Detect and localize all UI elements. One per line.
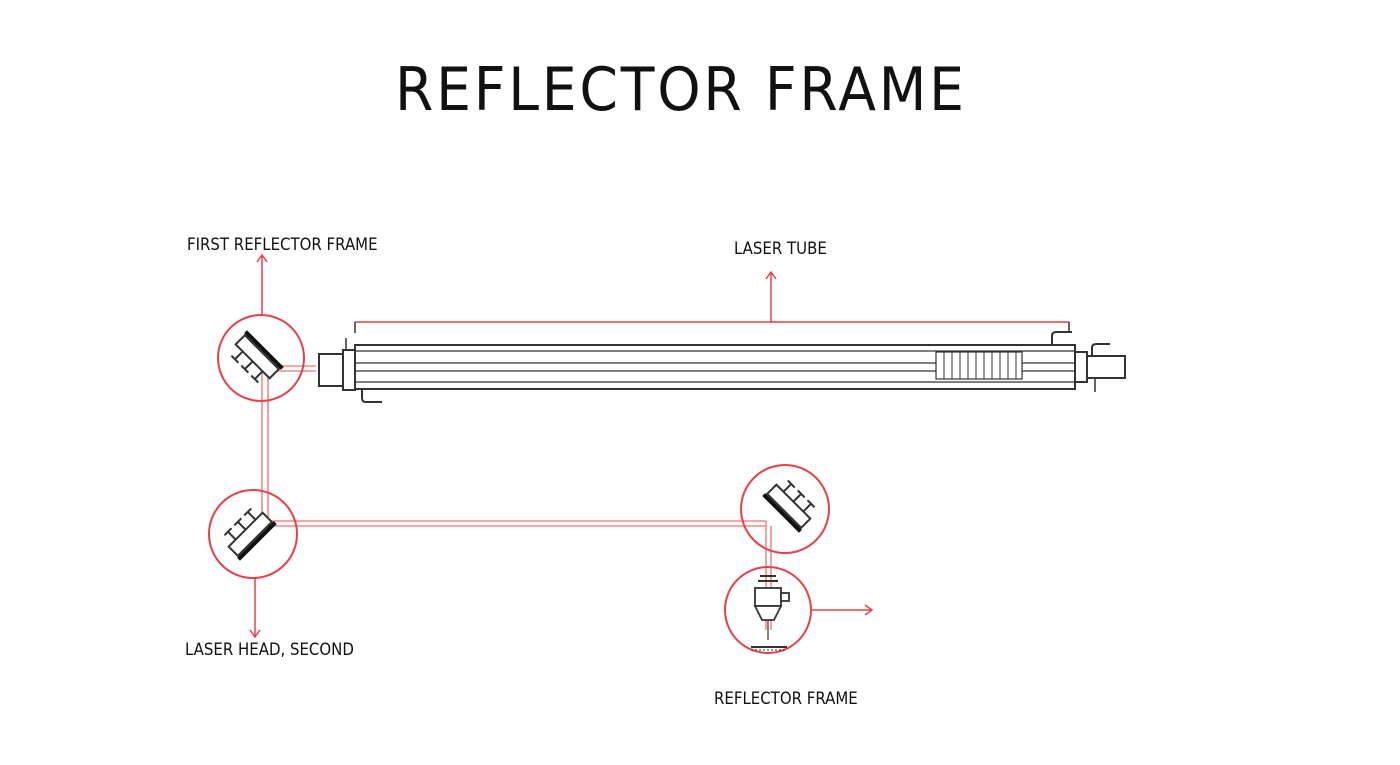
laser-tube [318, 321, 1126, 403]
page-title: REFLECTOR FRAME [395, 55, 967, 125]
laser-head-icon [751, 575, 790, 651]
first-reflector-mirror-icon [226, 332, 282, 388]
label-laser-tube: LASER TUBE [734, 239, 827, 259]
reflector-circles [208, 314, 830, 654]
label-laser-head-second: LASER HEAD, SECOND [185, 640, 354, 660]
leader-lines [249, 253, 874, 639]
third-reflector-mirror-icon [764, 475, 820, 531]
label-first-reflector-frame: FIRST REFLECTOR FRAME [187, 235, 378, 255]
label-reflector-frame: REFLECTOR FRAME [714, 689, 858, 709]
laser-beam [261, 365, 772, 630]
second-reflector-mirror-icon [219, 503, 275, 559]
